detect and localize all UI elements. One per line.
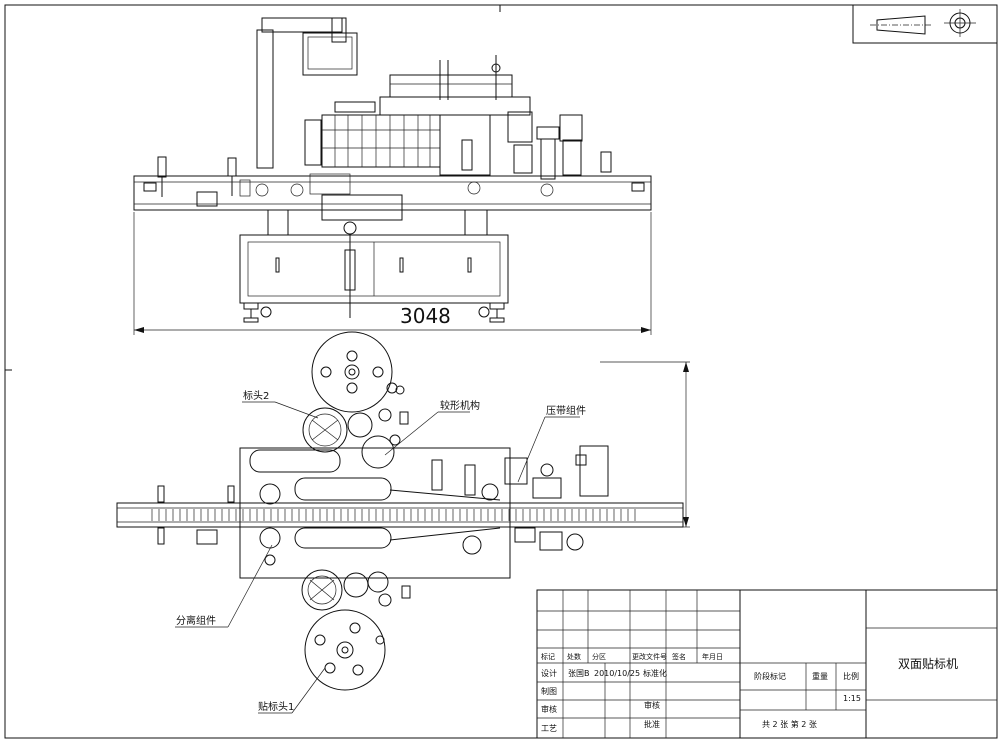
- tb-standardization: 标准化: [643, 668, 667, 678]
- touch-screen: [302, 32, 358, 76]
- callout-press-belt-assembly: 压带组件: [546, 404, 586, 417]
- label-roll-1: [304, 609, 386, 691]
- tb-approval-label: 批准: [644, 719, 660, 729]
- tb-scale-label: 比例: [843, 671, 859, 681]
- sheet-frame: [4, 4, 998, 739]
- title-block: 标记 处数 分区 更改文件号签名 年月日 设计 张国B 2010/10/25 标准化 制…: [536, 589, 998, 739]
- callout-label-head-2: 标头2: [243, 390, 269, 402]
- revision-header: 处数: [567, 652, 581, 661]
- revision-header: 分区: [592, 652, 606, 661]
- revision-header: 标记: [541, 652, 555, 661]
- revision-header: 更改文件号: [632, 652, 667, 661]
- tb-product-name: 双面贴标机: [898, 657, 958, 671]
- base-cabinet: [239, 234, 509, 304]
- tb-design-label: 设计: [541, 668, 557, 678]
- tb-scale-value: 1:15: [843, 694, 861, 703]
- revision-header: 签名: [672, 652, 686, 661]
- revision-header: 年月日: [702, 652, 723, 661]
- conveyor-bed: [133, 175, 652, 211]
- tb-review-label: 审核: [541, 704, 557, 714]
- callout-correction-mechanism: 较形机构: [440, 399, 480, 412]
- front-view: 3048: [133, 17, 652, 335]
- callout-separation-assembly: 分离组件: [176, 614, 216, 627]
- overall-length-dimension: 3048: [400, 304, 451, 328]
- tb-sheet-info: 共 2 张 第 2 张: [762, 719, 817, 729]
- tb-review-label-2: 审核: [644, 700, 660, 710]
- projection-symbol: [852, 4, 998, 44]
- tb-stage-mark: 阶段标记: [754, 671, 786, 681]
- tb-process-label: 工艺: [541, 724, 557, 733]
- tb-drafting-label: 制图: [541, 686, 557, 696]
- tb-weight-label: 重量: [812, 671, 828, 681]
- callout-label-head-1: 贴标头1: [258, 700, 294, 713]
- tb-design-date: 2010/10/25: [594, 669, 640, 678]
- conveyor-top: [116, 502, 684, 528]
- top-view: 标头2 较形机构 压带组件 分离组件 贴标头1: [116, 331, 690, 714]
- label-roll-2: [311, 331, 393, 413]
- tb-designer: 张国B: [568, 669, 590, 678]
